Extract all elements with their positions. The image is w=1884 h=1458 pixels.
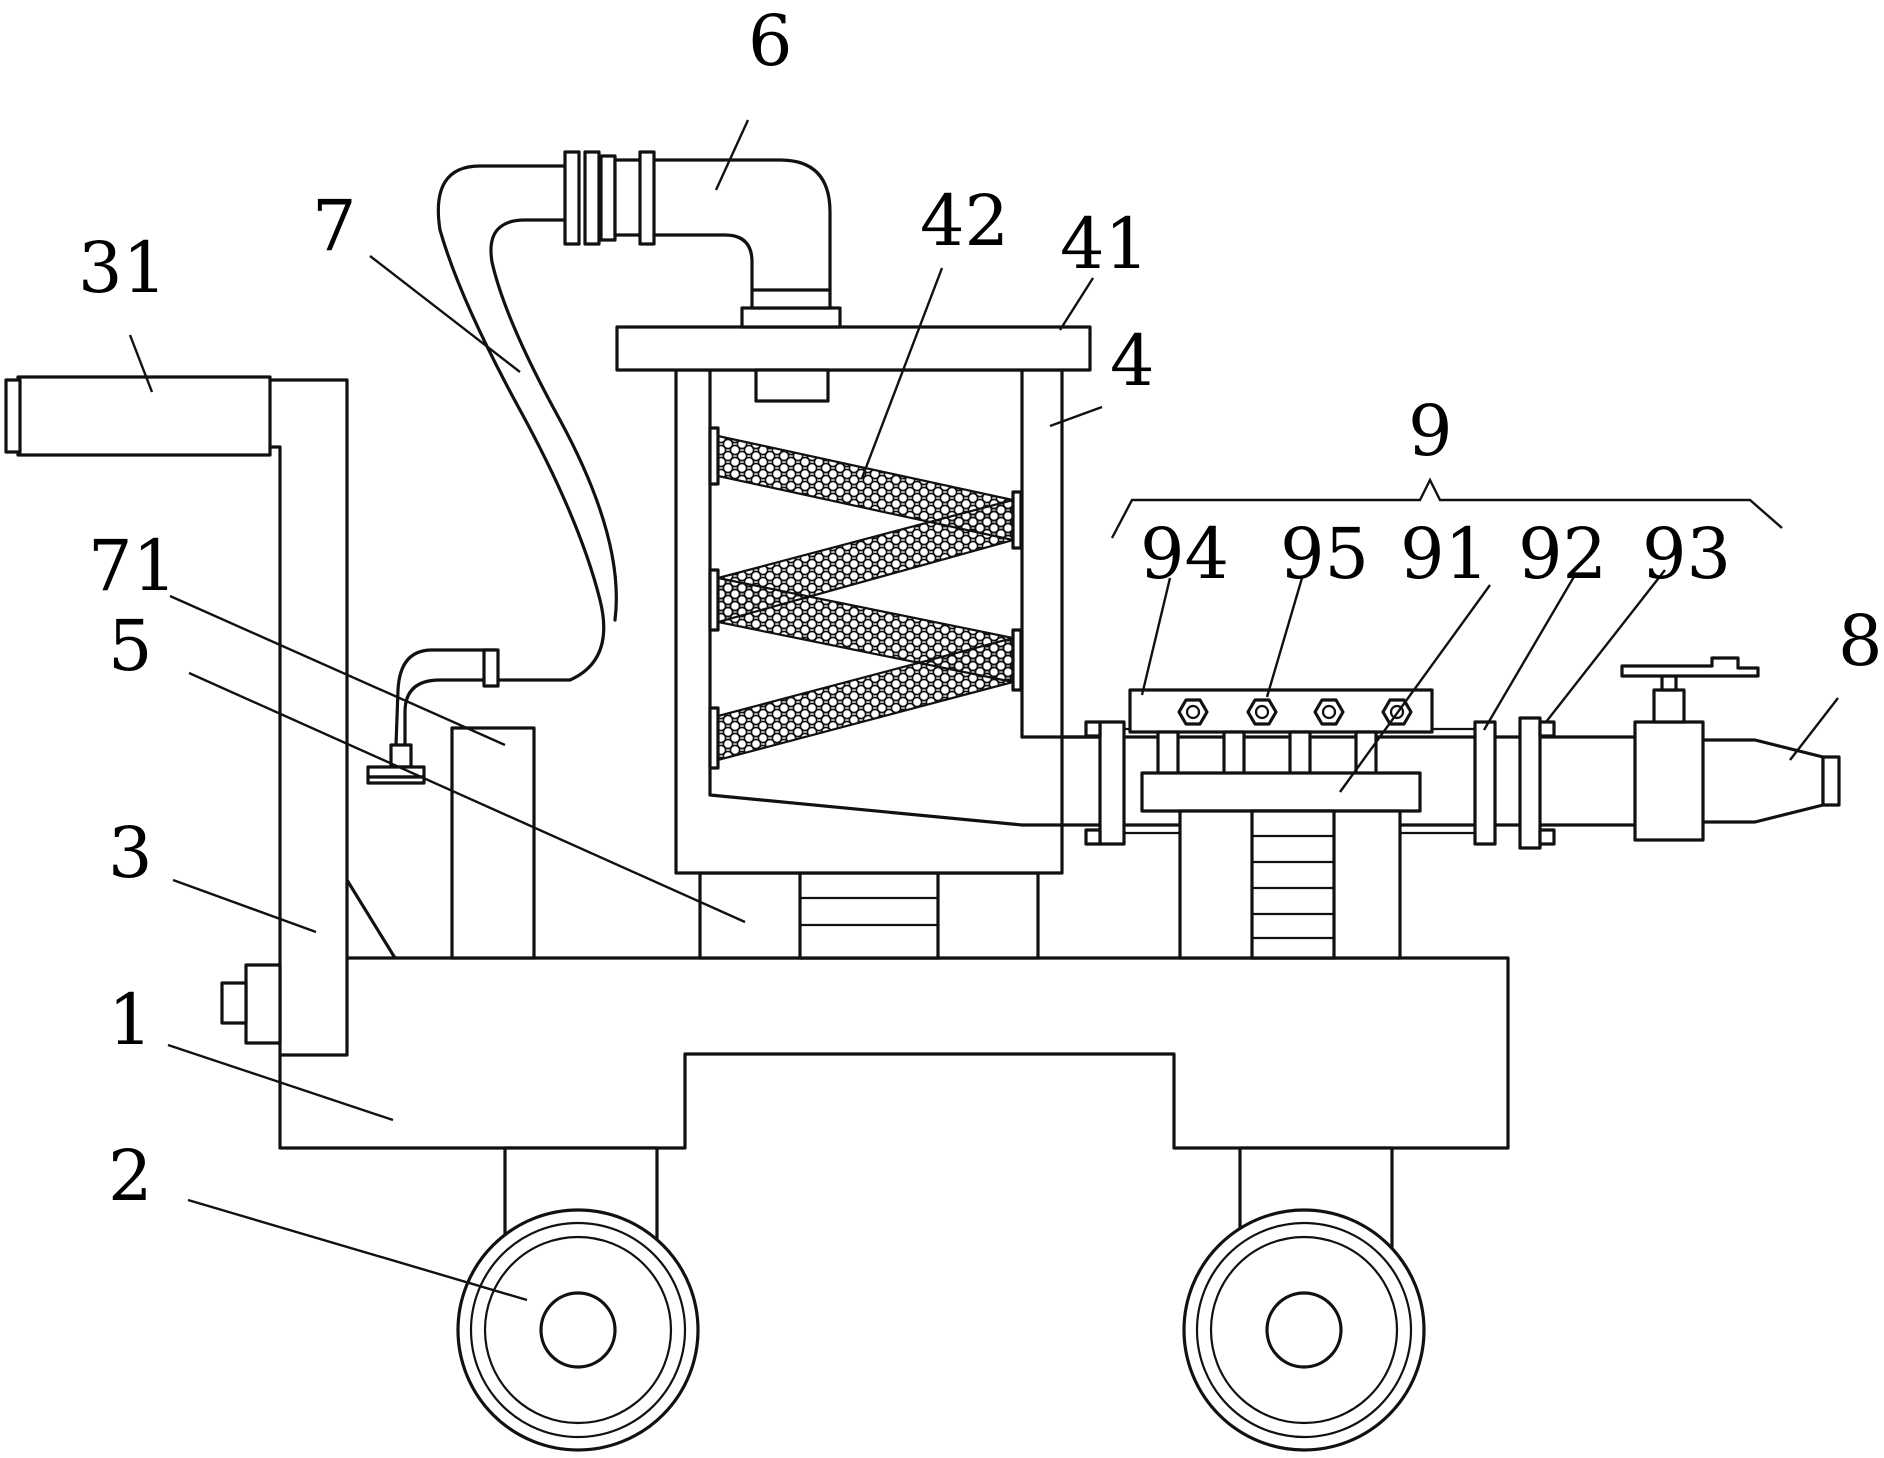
reference-labels: 1 2 3 31 4 41 42 5 6 7 71 8 9 91 92 93 9…	[78, 0, 1883, 1217]
label-92: 92	[1518, 513, 1607, 595]
side-bolt-head	[220, 981, 248, 1025]
leader-lines	[128, 119, 1839, 1302]
label-3: 3	[108, 812, 153, 894]
label-9: 9	[1408, 390, 1453, 472]
label-93: 93	[1642, 513, 1731, 595]
label-4: 4	[1110, 320, 1155, 402]
clamp-bolts	[1177, 698, 1413, 726]
label-31: 31	[78, 227, 167, 309]
label-71: 71	[88, 525, 177, 607]
label-6: 6	[748, 0, 793, 82]
base-frame	[278, 956, 1510, 1150]
label-8: 8	[1838, 600, 1883, 682]
label-94: 94	[1140, 513, 1229, 595]
hose	[366, 164, 618, 785]
group-bracket	[1110, 477, 1783, 539]
side-bolt	[244, 963, 282, 1045]
handle-column	[262, 378, 397, 1057]
filter-base-plate	[1140, 771, 1422, 813]
label-95: 95	[1280, 513, 1369, 595]
label-91: 91	[1400, 513, 1489, 595]
filter-screens	[708, 426, 1023, 770]
handle-grip	[16, 375, 272, 457]
label-1: 1	[108, 979, 153, 1061]
suction-post	[450, 726, 536, 960]
spray-nozzle	[1620, 656, 1841, 842]
label-7: 7	[312, 185, 357, 267]
wheel-right	[1182, 1146, 1426, 1452]
wheel-left	[456, 1146, 700, 1452]
label-2: 2	[108, 1135, 153, 1217]
label-42: 42	[920, 180, 1009, 262]
top-pipe	[563, 150, 842, 403]
label-5: 5	[108, 605, 153, 687]
label-41: 41	[1060, 203, 1149, 285]
handle-grip-end	[4, 378, 22, 454]
tank-support-inner	[798, 871, 940, 960]
tank-lid	[615, 325, 1092, 372]
